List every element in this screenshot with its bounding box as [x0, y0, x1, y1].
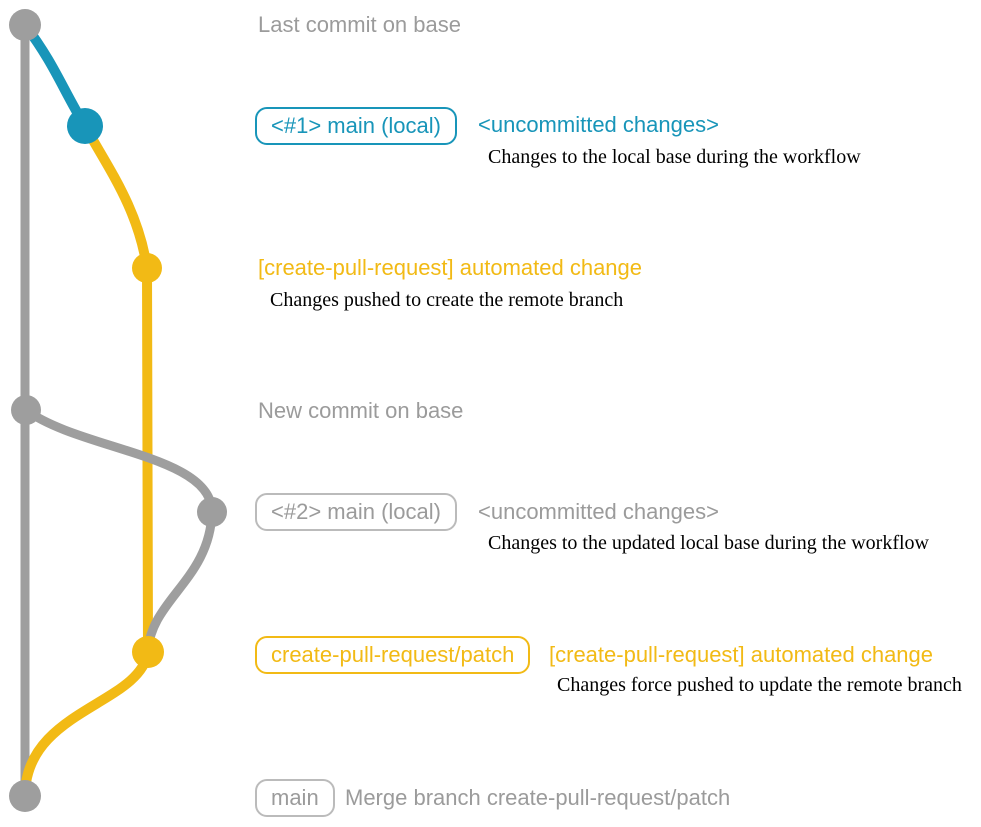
new-commit-on-base-label: New commit on base — [258, 398, 464, 423]
uncommitted-changes-2-caption: Changes to the updated local base during… — [488, 532, 929, 554]
edge-rebase-onto-new-base-curve — [21, 405, 217, 517]
branch-badge-create-pull-request-patch: create-pull-request/patch — [255, 636, 531, 674]
node-merge-commit — [9, 780, 41, 812]
edge-merge-back-curve — [20, 647, 153, 801]
node-new-commit-on-base — [11, 395, 41, 425]
automated-change-1-label: [create-pull-request] automated change — [258, 255, 643, 280]
automated-change-1-caption: Changes pushed to create the remote bran… — [270, 289, 624, 311]
automated-change-2-caption: Changes force pushed to update the remot… — [557, 674, 962, 696]
branch-badge-main: main — [255, 779, 335, 817]
node-last-commit-on-base — [9, 9, 41, 41]
node-automated-change-2 — [132, 636, 164, 668]
merge-commit-label: Merge branch create-pull-request/patch — [345, 785, 731, 810]
uncommitted-changes-2-label: <uncommitted changes> — [478, 499, 719, 524]
node-uncommitted-changes-1 — [67, 108, 103, 144]
node-automated-change-1 — [132, 253, 162, 283]
edge-local-main-2-curve — [143, 507, 217, 657]
uncommitted-changes-1-caption: Changes to the local base during the wor… — [488, 146, 861, 168]
edge-patch-branch-out-curve — [80, 121, 152, 273]
node-uncommitted-changes-2 — [197, 497, 227, 527]
automated-change-2-label: [create-pull-request] automated change — [549, 642, 934, 667]
uncommitted-changes-1-label: <uncommitted changes> — [478, 112, 719, 137]
branch-badge-main-local-1: <#1> main (local) — [255, 107, 457, 145]
branch-badge-main-local-2: <#2> main (local) — [255, 493, 457, 531]
last-commit-on-base-label: Last commit on base — [258, 12, 461, 37]
